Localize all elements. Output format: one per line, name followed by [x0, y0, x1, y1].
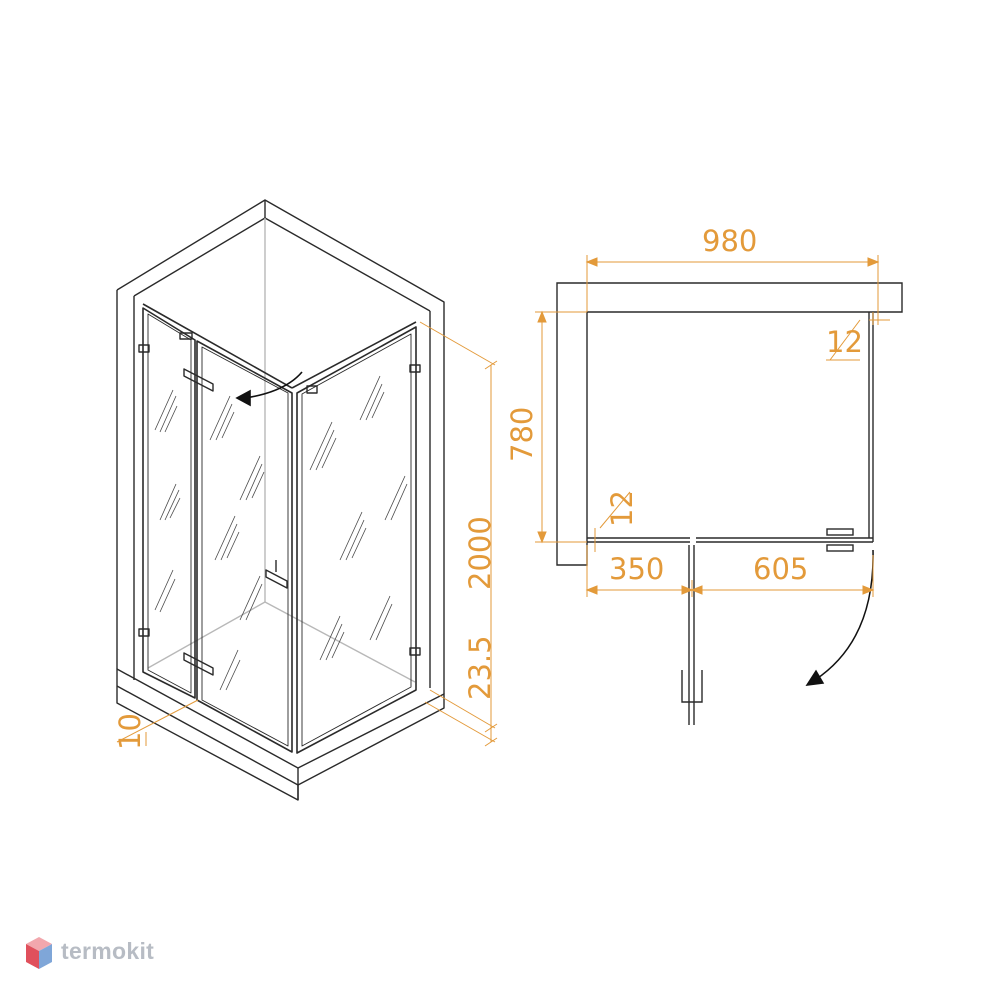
top-profile	[142, 303, 293, 389]
side-panel-inner	[301, 333, 412, 747]
isometric-view	[116, 199, 445, 801]
hinge-door-top	[179, 332, 193, 340]
hinge-bottom-right	[409, 647, 421, 656]
dim-offset: 10	[113, 713, 147, 750]
brand-logo-icon	[26, 937, 52, 969]
hinge-top-left	[138, 344, 150, 353]
top-profile-side	[291, 321, 417, 389]
base-block	[116, 668, 445, 801]
brand-name: termokit	[61, 938, 155, 964]
door-panel	[196, 340, 293, 753]
plan-view	[556, 282, 903, 725]
plan-hinge-top	[826, 528, 854, 536]
dim-door-segment: 605	[753, 552, 808, 586]
dim-wall-gap-bottom: 12	[605, 490, 639, 527]
base-top-line	[116, 685, 299, 786]
plan-handle	[681, 670, 703, 703]
wall-outline	[116, 199, 445, 694]
iso-dimension-lines	[116, 321, 498, 747]
door-handle-bottom	[183, 652, 214, 676]
dim-depth: 780	[505, 407, 539, 462]
door-handle-top	[183, 368, 214, 392]
dim-tray-height: 23.5	[463, 635, 497, 700]
dim-fixed-segment: 350	[609, 552, 664, 586]
hinge-top-side	[306, 385, 318, 394]
door-panel-inner	[201, 346, 289, 747]
plan-hinge-bottom	[826, 544, 854, 552]
plan-dimension-lines	[535, 255, 890, 597]
wall-inner	[133, 217, 431, 312]
towel-bar	[265, 569, 288, 589]
iso-swing-arrow	[235, 371, 303, 407]
hinge-top-right	[409, 364, 421, 373]
side-panel	[296, 326, 417, 754]
front-fixed-panel-inner	[147, 313, 192, 694]
front-fixed-panel	[142, 307, 196, 699]
floor-lines	[147, 601, 416, 683]
plan-swing-arrow	[805, 549, 874, 686]
glass-hatching	[154, 375, 408, 691]
hinge-bottom-left	[138, 628, 150, 637]
dim-width: 980	[702, 224, 757, 258]
dim-wall-gap-top: 12	[826, 325, 863, 359]
dim-height: 2000	[463, 516, 497, 590]
